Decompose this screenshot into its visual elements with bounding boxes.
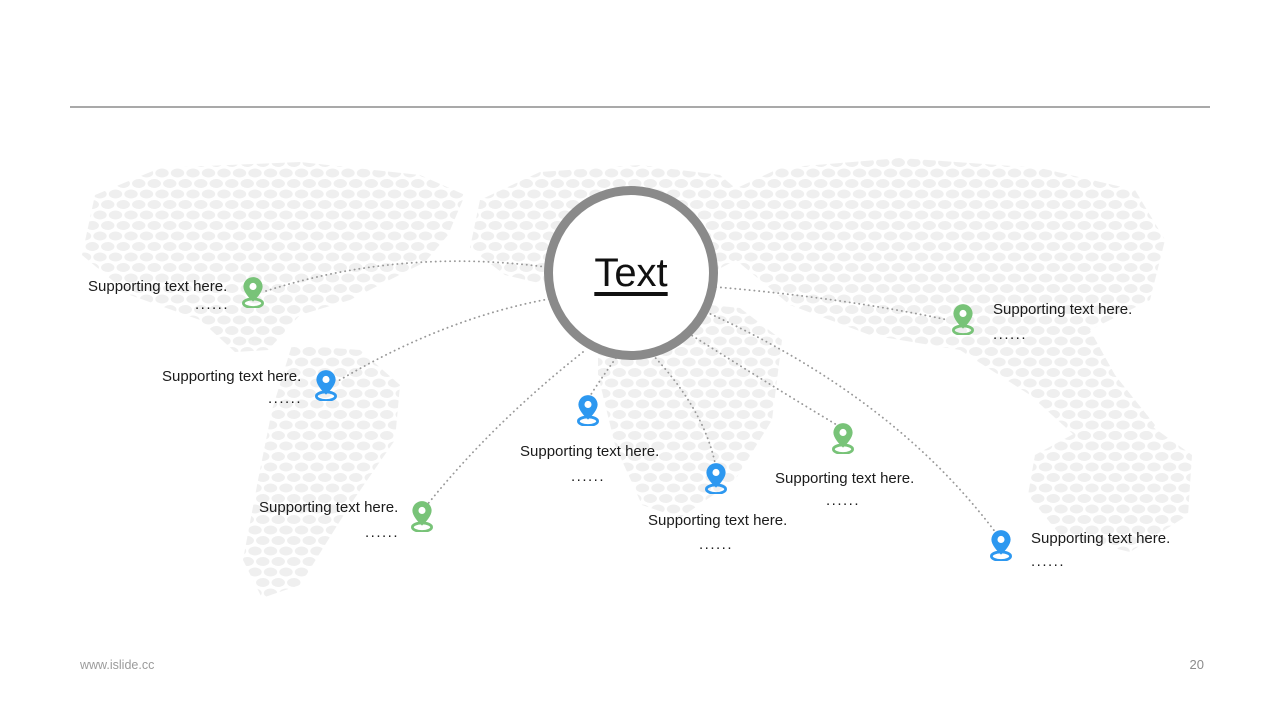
location-pin-icon (242, 277, 264, 308)
location-pin-icon (315, 370, 337, 401)
location-pin-icon (990, 530, 1012, 561)
center-topic-circle: Text (544, 186, 718, 360)
center-topic-label: Text (594, 251, 668, 295)
location-pin-icon (411, 501, 433, 532)
pin-ellipsis: ...... (825, 492, 860, 509)
pin-ellipsis: ...... (268, 390, 303, 407)
location-pin-icon (952, 304, 974, 335)
location-pin-icon (832, 423, 854, 454)
pin-label: Supporting text here. (88, 278, 228, 295)
pin-ellipsis: ...... (570, 468, 605, 485)
pin-label: Supporting text here. (1031, 530, 1171, 547)
pin-label: Supporting text here. (993, 301, 1133, 318)
pin-ellipsis: ...... (1031, 553, 1066, 570)
pin-label: Supporting text here. (162, 368, 302, 385)
connector-curves (265, 260, 997, 534)
dot-map-continents (82, 158, 1192, 598)
location-pin-icon (577, 395, 599, 426)
footer-website: www.islide.cc (80, 658, 155, 672)
pin-label: Supporting text here. (259, 499, 399, 516)
location-pin-icon (705, 463, 727, 494)
header-divider-line (70, 106, 1210, 108)
pin-ellipsis: ...... (365, 524, 400, 541)
pin-ellipsis: ...... (993, 326, 1028, 343)
pin-ellipsis: ...... (195, 296, 230, 313)
pin-label: Supporting text here. (775, 470, 915, 487)
pin-label: Supporting text here. (648, 512, 788, 529)
page-number: 20 (1189, 657, 1204, 672)
pin-label: Supporting text here. (520, 443, 660, 460)
pin-ellipsis: ...... (698, 536, 733, 553)
